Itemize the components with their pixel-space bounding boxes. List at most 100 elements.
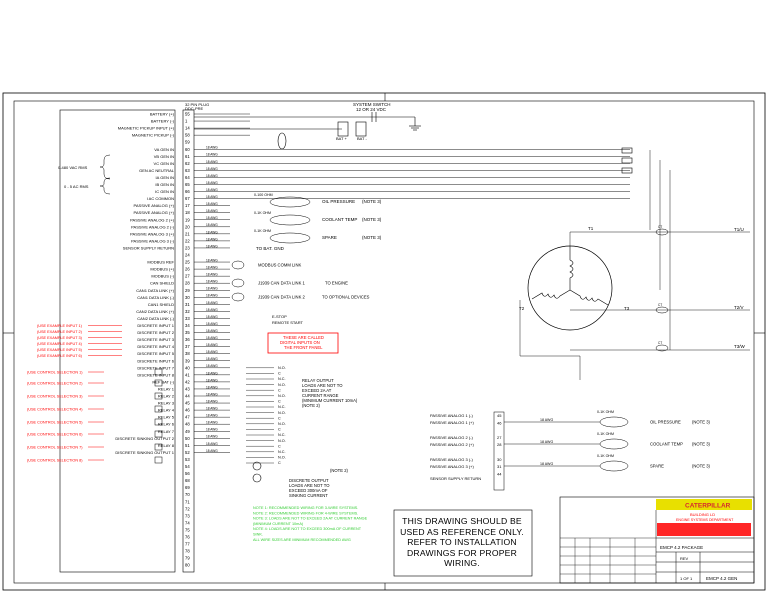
sensor-shield	[269, 196, 311, 208]
terminal-pin: 44	[185, 394, 190, 399]
reference-note-line-1: THIS DRAWING SHOULD BE	[402, 516, 522, 526]
wire-gauge-label: 18 AWG	[206, 244, 218, 248]
terminal-pin: 46	[185, 408, 190, 413]
wire-gauge-label: 18 AWG	[540, 418, 553, 422]
controller-input-label: PASSIVE ANALOG 3 (-)	[131, 238, 174, 243]
controller-input-label: RELAY 3	[158, 401, 175, 406]
comm-link-label: J1939 CAN DATA LINK 1	[258, 281, 306, 286]
controller-input-label: MODBUS (+)	[150, 267, 174, 272]
voltage-brace	[99, 154, 111, 180]
sensor-range: 0-1K OHM	[597, 410, 614, 414]
terminal-pin: 74	[185, 520, 190, 525]
example-input-label: (USE EXAMPLE INPUT 6)	[37, 354, 83, 358]
sensor-body	[599, 438, 629, 450]
sensor-label: OIL PRESSURE	[650, 420, 681, 425]
wire-gauge-label: 18 AWG	[206, 322, 218, 326]
voltage-brace-label: 0-480 VAC RMS	[58, 165, 88, 170]
controller-input-label: CAN2 DATA LINK (-)	[137, 316, 174, 321]
lower-terminal-pin: 44	[497, 471, 502, 476]
mag-pickup-coil	[277, 132, 287, 150]
wire-gauge-label: 18 AWG	[206, 414, 218, 418]
sensor-note: (NOTE 3)	[692, 464, 711, 469]
green-note-line: NOTE 3: LOADS ARE NOT TO EXCEED 2A AT CU…	[253, 517, 368, 521]
wire-gauge-label: 18 AWG	[206, 167, 218, 171]
lower-terminal-pin: 45	[497, 413, 502, 418]
comm-link-label: MODBUS COMM LINK	[258, 263, 301, 268]
wire-gauge-label: 18 AWG	[540, 440, 553, 444]
terminal-pin: 38	[185, 351, 190, 356]
controller-input-label: VA GEN IN	[154, 147, 174, 152]
relay-group: (USE CONTROL SELECTION 1)(USE CONTROL SE…	[27, 368, 163, 464]
twisted-pair	[231, 292, 245, 302]
sensor-shield	[269, 232, 311, 244]
winding-t2	[531, 289, 571, 300]
terminal-pin: 26	[185, 267, 190, 272]
controller-input-label: CAN1 DATA LINK (-)	[137, 295, 174, 300]
terminal-pin: 67	[185, 196, 190, 201]
drawing-border	[2, 92, 766, 591]
controller-input-label: RELAY 2	[158, 394, 175, 399]
green-note-line: NOTE 2: RECOMMENDED WIRING FOR 4-WIRE SY…	[253, 511, 358, 515]
relay-coil	[154, 418, 163, 426]
wire-gauge-label: 18 AWG	[540, 462, 553, 466]
wire-gauge-label: 18 AWG	[206, 216, 218, 220]
relay-coil	[154, 430, 163, 438]
controller-input-label: CAN SHIELD	[150, 281, 174, 286]
sensor-note: (NOTE 3)	[362, 235, 382, 240]
comm-destination: TO OPTIONAL DEVICES	[322, 295, 370, 300]
sensor-shield	[269, 214, 311, 226]
terminal-pin: 55	[185, 112, 190, 117]
relay-coil	[154, 456, 163, 464]
sinking-note-line: DISCRETE OUTPUT	[289, 478, 329, 483]
drawing-inner-border	[13, 100, 755, 584]
ct-label: CT	[658, 341, 662, 345]
relay-contact-label: C	[278, 388, 281, 392]
wire-gauge-label: 18 AWG	[206, 357, 218, 361]
terminal-pin: 59	[185, 140, 190, 145]
controller-input-label: MODBUS REF	[147, 260, 174, 265]
wire-gauge-label: 18 AWG	[206, 343, 218, 347]
fuse	[621, 147, 633, 154]
wire-gauge-label: 18 AWG	[206, 287, 218, 291]
callout-line-1: THESE ARE CALLED	[283, 335, 324, 340]
terminal-pin: 19	[185, 217, 190, 222]
title-block-line-1: BUILDING LD	[690, 512, 715, 517]
ct-label: CT	[658, 225, 662, 229]
terminal-pin: 35	[185, 330, 190, 335]
terminal-pin: 70	[185, 492, 190, 497]
terminal-pin: 73	[185, 513, 190, 518]
terminal-pin: 62	[185, 161, 190, 166]
wire-gauge-label: 18 AWG	[206, 209, 218, 213]
terminal-pin: 49	[185, 429, 190, 434]
controller-input-label: IA GEN IN	[156, 175, 175, 180]
wire-gauge-label: 18 AWG	[206, 230, 218, 234]
terminal-pin: 25	[185, 260, 190, 265]
controller-input-label: PASSIVE ANALOG (+)	[134, 203, 175, 208]
title-block-red-band	[657, 523, 751, 536]
terminal-pin: 41	[185, 372, 190, 377]
sensor-label: SPARE	[650, 464, 664, 469]
terminal-pin: 31	[185, 302, 190, 307]
sensor-range: 0-1K OHM	[254, 211, 271, 215]
controller-input-label: CAN1 DATA LINK (+)	[136, 288, 174, 293]
controller-input-label: DISCRETE INPUT 7	[137, 365, 174, 370]
wire-gauge-label: 18 AWG	[206, 329, 218, 333]
terminal-pin: 36	[185, 337, 190, 342]
wire-gauge-label: 18 AWG	[206, 202, 218, 206]
current-transformer	[655, 228, 669, 236]
digital-inputs-callout-box	[267, 332, 339, 354]
control-selection-label: (USE CONTROL SELECTION 1)	[27, 371, 83, 375]
wire-gauge-label: 18 AWG	[206, 371, 218, 375]
controller-input-label: VB GEN IN	[154, 154, 174, 159]
terminal-pin: 65	[185, 182, 190, 187]
relay-contact-label: N.O.	[278, 383, 286, 387]
bat-pos-label: BAT +	[336, 136, 348, 141]
controller-input-label: RELAY 8	[158, 443, 175, 448]
controller-input-label: RELAY 7	[158, 429, 175, 434]
reference-note-line-2: USED AS REFERENCE ONLY.	[400, 526, 524, 537]
terminal-pin: 53	[185, 457, 190, 462]
fuse	[621, 157, 633, 164]
example-input-label: (USE EXAMPLE INPUT 1)	[37, 324, 83, 328]
